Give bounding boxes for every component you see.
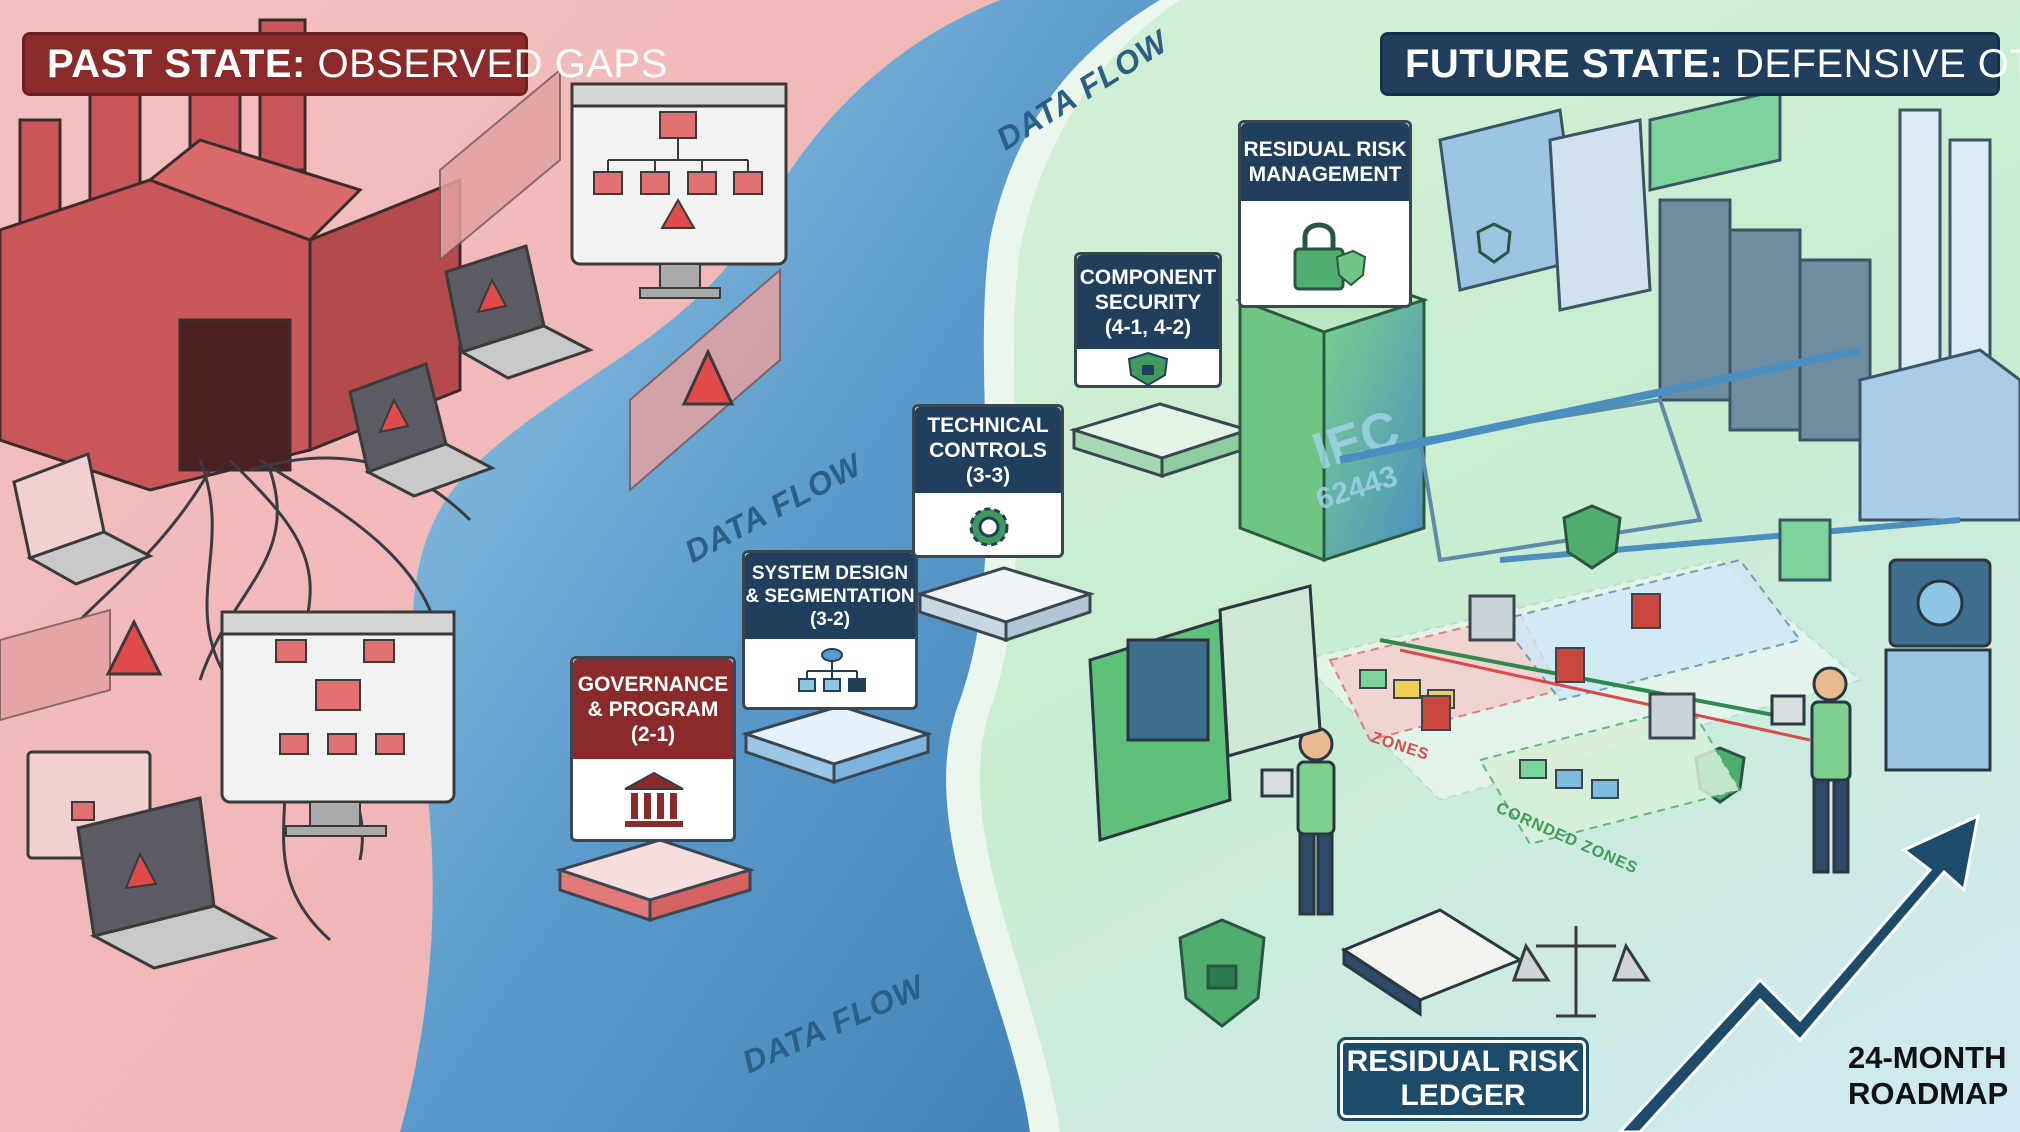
- step-card-governance: GOVERNANCE & PROGRAM (2-1): [570, 656, 736, 842]
- step-header: COMPONENT SECURITY (4-1, 4-2): [1077, 255, 1219, 349]
- residual-risk-ledger-label: RESIDUAL RISK LEDGER: [1337, 1037, 1589, 1121]
- step-clause: (4-1, 4-2): [1104, 315, 1192, 339]
- river-bank: [946, 0, 1180, 1132]
- step-title-line: & SEGMENTATION: [745, 585, 915, 607]
- zones-diagram: [1298, 558, 1863, 846]
- iec-62443-block: [1235, 268, 1429, 563]
- roadmap-line: ROADMAP: [1848, 1076, 2009, 1111]
- step-card-component-security: COMPONENT SECURITY (4-1, 4-2): [1074, 252, 1222, 388]
- future-state-banner: FUTURE STATE: DEFENSIVE OT POSTURE: [1380, 32, 2020, 96]
- step-header: TECHNICAL CONTROLS (3-3): [915, 407, 1061, 493]
- step-card-system-design: SYSTEM DESIGN & SEGMENTATION (3-2): [742, 550, 918, 710]
- step-title-line: COMPONENT: [1079, 265, 1217, 289]
- step-header: RESIDUAL RISK MANAGEMENT: [1241, 123, 1409, 201]
- past-state-title: PAST STATE:: [47, 41, 306, 86]
- laptop-screen-icon: [12, 451, 154, 586]
- laptop-warning-group: [12, 244, 594, 970]
- gear-icon: [969, 507, 1009, 547]
- control-terminal: [1088, 584, 1322, 842]
- roadmap-arrow-icon: [1617, 813, 1981, 1132]
- network-icon: [798, 648, 866, 692]
- step-card-residual-risk: RESIDUAL RISK MANAGEMENT: [1238, 120, 1412, 308]
- past-state-subtitle: OBSERVED GAPS: [317, 41, 668, 86]
- shield-lock-icon: [1127, 351, 1169, 387]
- step-title-line: TECHNICAL: [927, 413, 1049, 437]
- step-title-line: CONTROLS: [929, 438, 1047, 462]
- step-header: GOVERNANCE & PROGRAM (2-1): [573, 659, 733, 759]
- step-title-line: GOVERNANCE: [577, 672, 729, 696]
- step-title-line: MANAGEMENT: [1248, 163, 1402, 186]
- ledger-line: LEDGER: [1400, 1079, 1526, 1112]
- engineer-figure: [1260, 726, 1336, 916]
- monitor-topology-top: [570, 82, 788, 299]
- step-clause: (2-1): [630, 722, 676, 746]
- warning-sign-icon: [105, 348, 735, 676]
- step-clause: (3-3): [965, 463, 1011, 487]
- laptop-warning-icon: [348, 362, 496, 498]
- step-title-line: SYSTEM DESIGN: [751, 562, 909, 584]
- future-state-subtitle: DEFENSIVE OT POSTURE: [1734, 41, 2020, 86]
- shield-lock-icon: [1178, 918, 1266, 1028]
- laptop-warning-icon: [76, 796, 279, 970]
- padlock-icon: [1293, 222, 1367, 291]
- future-state-title: FUTURE STATE:: [1405, 41, 1724, 86]
- ledger-line: RESIDUAL RISK: [1346, 1045, 1580, 1078]
- roadmap-label: 24-MONTH ROADMAP: [1848, 1040, 2008, 1112]
- step-title-line: & PROGRAM: [587, 697, 719, 721]
- monitor-topology-bottom: [220, 610, 456, 837]
- step-header: SYSTEM DESIGN & SEGMENTATION (3-2): [745, 553, 915, 639]
- workstation-globe: [1884, 558, 1992, 772]
- scales-icon: [1511, 926, 1651, 1018]
- past-state-banner: PAST STATE: OBSERVED GAPS: [22, 32, 667, 96]
- step-title-line: SECURITY: [1094, 290, 1202, 314]
- laptop-warning-icon: [444, 244, 594, 380]
- engineer-figure: [1770, 666, 1852, 874]
- step-title-line: RESIDUAL RISK: [1243, 138, 1407, 161]
- book-icon: [1340, 908, 1524, 1017]
- bank-icon: [624, 771, 684, 827]
- roadmap-line: 24-MONTH: [1848, 1040, 2007, 1075]
- step-platforms: [555, 402, 1254, 923]
- step-card-technical-controls: TECHNICAL CONTROLS (3-3): [912, 404, 1064, 558]
- step-clause: (3-2): [809, 608, 851, 630]
- future-facility: [1339, 88, 2020, 582]
